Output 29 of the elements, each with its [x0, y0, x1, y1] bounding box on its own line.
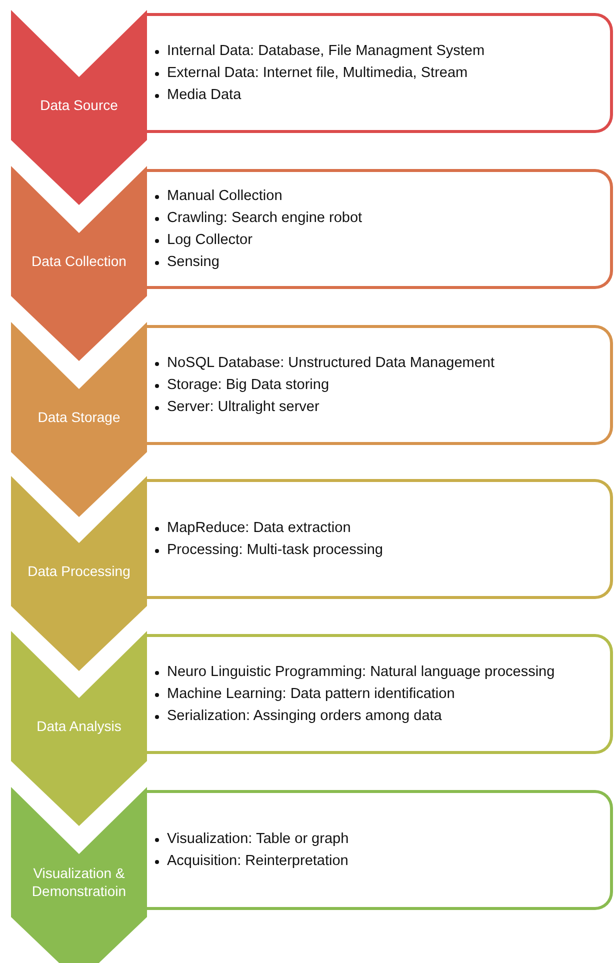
- bullet-item: Visualization: Table or graph: [167, 830, 349, 848]
- stage-label: Data Analysis: [36, 717, 122, 735]
- content-box: [147, 634, 613, 754]
- content-box: [147, 325, 613, 445]
- bullet-item: Media Data: [167, 86, 242, 104]
- bullet-item: NoSQL Database: Unstructured Data Management: [167, 354, 494, 372]
- bullet-item: External Data: Internet file, Multimedia, Stream: [167, 64, 468, 82]
- bullet-item: Sensing: [167, 252, 220, 272]
- bullet-item: Manual Collection: [167, 186, 282, 206]
- stage-label: Visualization & Demonstratioin: [30, 864, 128, 900]
- bullet-item: Log Collector: [167, 230, 252, 250]
- bullet-item: MapReduce: Data extraction: [167, 518, 351, 538]
- content-box: [147, 13, 613, 133]
- bullet-item: Internal Data: Database, File Managment System: [167, 42, 485, 60]
- content-box: [147, 479, 613, 599]
- bullet-item: Serialization: Assinging orders among data: [167, 706, 442, 726]
- bullet-item: Crawling: Search engine robot: [167, 208, 362, 228]
- bullet-item: Processing: Multi-task processing: [167, 540, 383, 560]
- content-box: [147, 169, 613, 289]
- bullet-item: Acquisition: Reinterpretation: [167, 852, 348, 870]
- stage-label: Data Storage: [36, 408, 122, 426]
- bullet-item: Neuro Linguistic Programming: Natural language processing: [167, 662, 555, 682]
- bullet-item: Machine Learning: Data pattern identification: [167, 684, 455, 704]
- content-box: [147, 790, 613, 910]
- bullet-item: Server: Ultralight server: [167, 398, 320, 416]
- stage-label: Data Processing: [26, 562, 132, 580]
- stage-label: Data Collection: [30, 252, 128, 270]
- stage-label: Data Source: [39, 96, 119, 114]
- bullet-item: Storage: Big Data storing: [167, 376, 330, 394]
